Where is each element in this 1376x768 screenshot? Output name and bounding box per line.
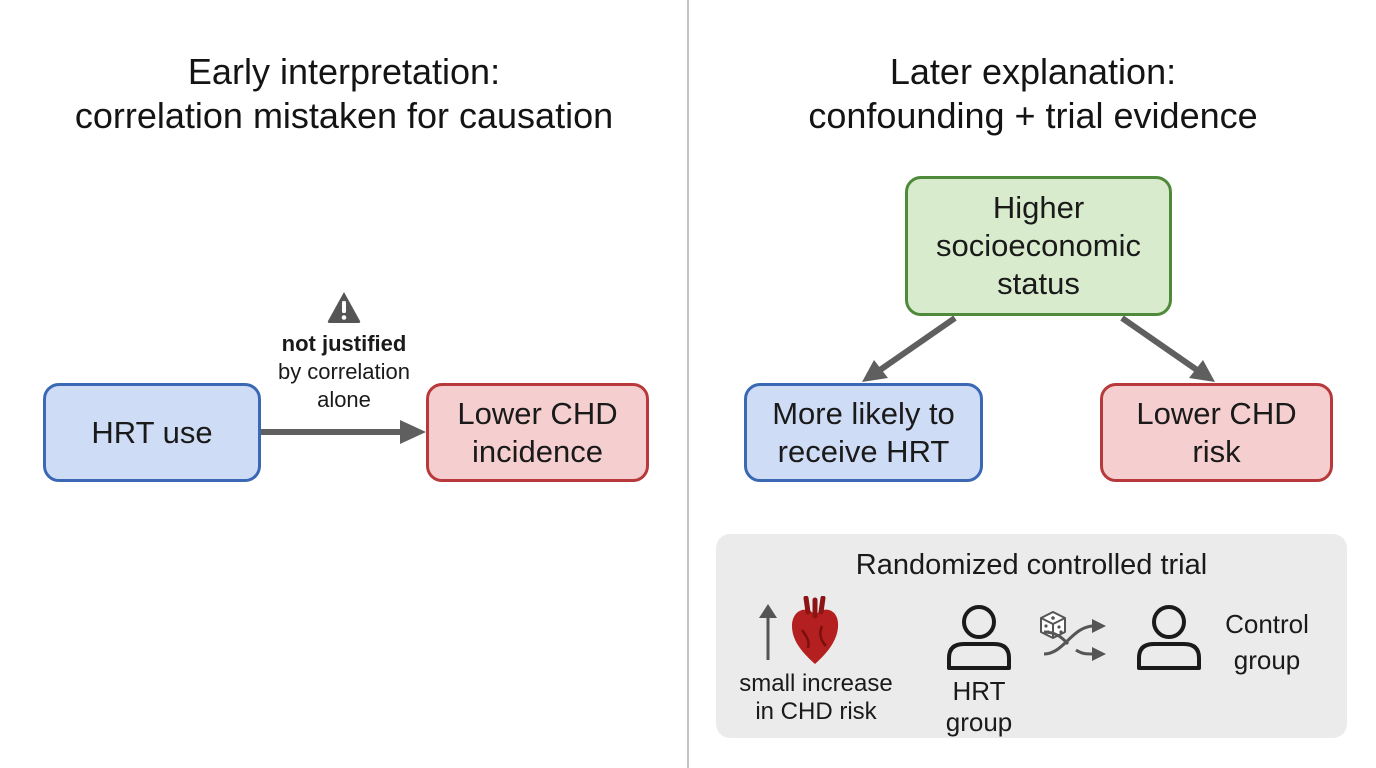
left-causal-arrow-shaft <box>261 429 403 435</box>
ses-line-1: Higher <box>992 190 1085 225</box>
left-title-line-2: correlation mistaken for causation <box>74 95 614 136</box>
ses-to-chd-arrowhead <box>1189 360 1215 382</box>
heart-icon <box>792 596 839 664</box>
panel-divider <box>687 0 689 768</box>
up-arrow-icon <box>759 604 777 660</box>
chd-risk-caption: small increase in CHD risk <box>724 670 908 726</box>
rct-title: Randomized controlled trial <box>855 549 1208 581</box>
hrt-group-line-1: HRT <box>952 676 1006 706</box>
warning-icon <box>327 292 361 323</box>
note-line-2: alone <box>317 387 371 412</box>
lower-chd-incidence-box: Lower CHD incidence <box>426 383 649 482</box>
control-group-line-2: group <box>1233 645 1301 675</box>
control-group-label: Control group <box>1208 606 1326 678</box>
chd-incidence-line-1: Lower CHD <box>457 395 618 431</box>
note-line-1: by correlation <box>277 359 411 384</box>
risk-caption-line-1: small increase <box>739 670 893 697</box>
ses-to-hrt-arrow <box>878 315 957 373</box>
receive-hrt-line-2: receive HRT <box>777 433 950 469</box>
hrt-use-box: HRT use <box>43 383 261 482</box>
hrt-group-line-2: group <box>945 707 1013 737</box>
control-group-line-1: Control <box>1225 609 1309 639</box>
chd-risk-line-1: Lower CHD <box>1136 395 1297 431</box>
receive-hrt-box: More likely to receive HRT <box>744 383 983 482</box>
control-group-person-icon <box>1137 605 1201 670</box>
chd-risk-line-2: risk <box>1192 433 1241 469</box>
socioeconomic-status-box: Higher socioeconomic status <box>905 176 1172 316</box>
note-bold: not justified <box>281 331 407 356</box>
ses-to-hrt-arrowhead <box>862 360 888 382</box>
receive-hrt-line-1: More likely to <box>772 395 955 431</box>
ses-line-3: status <box>997 266 1080 301</box>
left-title-line-1: Early interpretation: <box>187 51 501 92</box>
hrt-group-label: HRT group <box>930 676 1028 738</box>
chd-incidence-line-2: incidence <box>472 433 603 469</box>
hrt-group-person-icon <box>947 605 1011 670</box>
left-panel-title: Early interpretation: correlation mistak… <box>0 50 688 138</box>
lower-chd-risk-box: Lower CHD risk <box>1100 383 1333 482</box>
right-title-line-2: confounding + trial evidence <box>808 95 1258 136</box>
ses-to-chd-arrow <box>1120 315 1199 373</box>
shuffle-icon <box>1043 619 1106 661</box>
hrt-use-label: HRT use <box>91 414 213 450</box>
right-panel-title: Later explanation: confounding + trial e… <box>690 50 1376 138</box>
ses-line-2: socioeconomic <box>935 228 1142 263</box>
risk-caption-line-2: in CHD risk <box>755 698 877 725</box>
right-title-line-1: Later explanation: <box>889 51 1177 92</box>
left-causal-arrow-head <box>400 420 426 444</box>
correlation-note: not justified by correlation alone <box>244 330 444 414</box>
